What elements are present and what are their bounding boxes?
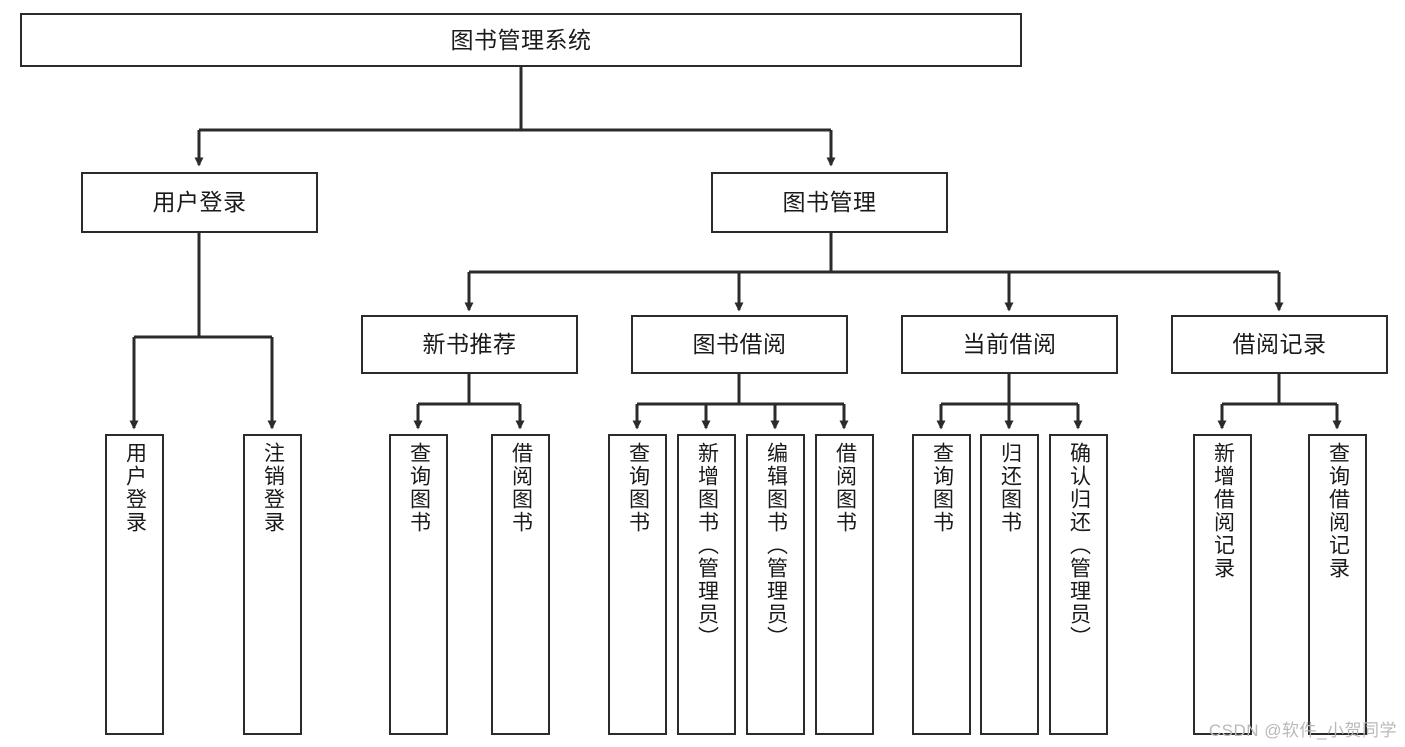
node-borrow-record-label: 借阅记录 xyxy=(1232,331,1327,358)
node-leaf-add-book[interactable]: 新增图书（管理员） xyxy=(677,434,736,735)
node-book-borrow[interactable]: 图书借阅 xyxy=(631,315,848,374)
node-leaf-user-login[interactable]: 用户登录 xyxy=(105,434,164,735)
node-leaf-query-record-label: 查询借阅记录 xyxy=(1326,442,1350,580)
node-leaf-edit-book[interactable]: 编辑图书（管理员） xyxy=(746,434,805,735)
node-leaf-borrow-book-1-label: 借阅图书 xyxy=(509,442,533,534)
node-leaf-user-login-label: 用户登录 xyxy=(123,442,147,534)
node-leaf-borrow-book-2-label: 借阅图书 xyxy=(833,442,857,534)
node-book-borrow-label: 图书借阅 xyxy=(692,331,787,358)
node-user-login-label: 用户登录 xyxy=(152,189,247,216)
node-borrow-record[interactable]: 借阅记录 xyxy=(1171,315,1388,374)
node-leaf-confirm-return-label: 确认归还（管理员） xyxy=(1067,442,1091,649)
node-leaf-query-book-3-label: 查询图书 xyxy=(930,442,954,534)
node-leaf-query-record[interactable]: 查询借阅记录 xyxy=(1308,434,1367,735)
node-leaf-logout-login[interactable]: 注销登录 xyxy=(243,434,302,735)
node-leaf-confirm-return[interactable]: 确认归还（管理员） xyxy=(1049,434,1108,735)
node-new-book-recommend-label: 新书推荐 xyxy=(422,331,517,358)
node-leaf-query-book-1[interactable]: 查询图书 xyxy=(389,434,448,735)
node-leaf-query-book-2[interactable]: 查询图书 xyxy=(608,434,667,735)
node-book-management-label: 图书管理 xyxy=(782,189,877,216)
node-root[interactable]: 图书管理系统 xyxy=(20,13,1022,67)
node-leaf-borrow-book-1[interactable]: 借阅图书 xyxy=(491,434,550,735)
node-user-login[interactable]: 用户登录 xyxy=(81,172,318,233)
node-leaf-edit-book-label: 编辑图书（管理员） xyxy=(764,442,788,649)
node-leaf-add-record[interactable]: 新增借阅记录 xyxy=(1193,434,1252,735)
node-leaf-logout-login-label: 注销登录 xyxy=(261,442,285,534)
csdn-watermark: CSDN @软件_小贺同学 xyxy=(1208,721,1397,740)
node-book-management[interactable]: 图书管理 xyxy=(711,172,948,233)
node-leaf-query-book-2-label: 查询图书 xyxy=(626,442,650,534)
node-current-borrow-label: 当前借阅 xyxy=(962,331,1057,358)
node-leaf-return-book-label: 归还图书 xyxy=(998,442,1022,534)
node-leaf-add-book-label: 新增图书（管理员） xyxy=(695,442,719,649)
node-leaf-query-book-3[interactable]: 查询图书 xyxy=(912,434,971,735)
node-new-book-recommend[interactable]: 新书推荐 xyxy=(361,315,578,374)
node-leaf-add-record-label: 新增借阅记录 xyxy=(1211,442,1235,580)
node-leaf-query-book-1-label: 查询图书 xyxy=(407,442,431,534)
node-leaf-return-book[interactable]: 归还图书 xyxy=(980,434,1039,735)
node-leaf-borrow-book-2[interactable]: 借阅图书 xyxy=(815,434,874,735)
node-root-label: 图书管理系统 xyxy=(450,26,592,53)
node-current-borrow[interactable]: 当前借阅 xyxy=(901,315,1118,374)
